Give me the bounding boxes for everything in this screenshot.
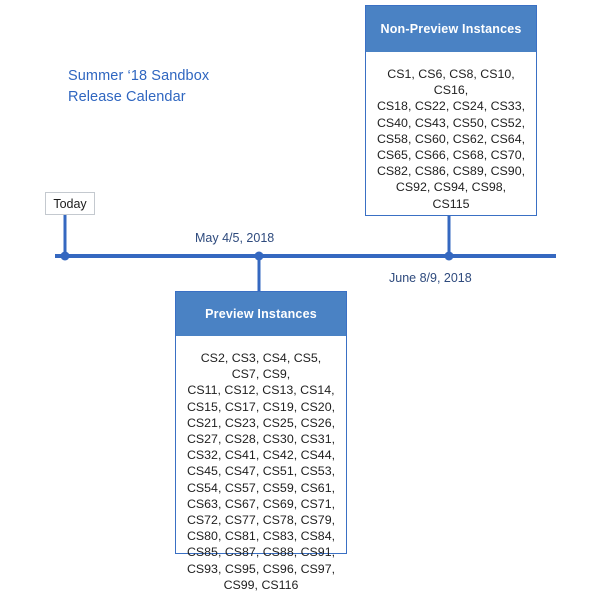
- may-marker-stem: [257, 256, 261, 292]
- page-title: Summer ‘18 Sandbox Release Calendar: [68, 68, 210, 105]
- today-marker-stem: [63, 215, 67, 256]
- may-date-label: May 4/5, 2018: [195, 231, 275, 245]
- june-marker-dot: [444, 251, 454, 261]
- timeline-axis: [55, 254, 556, 258]
- preview-instances-header: Preview Instances: [176, 292, 346, 336]
- non-preview-instances-header: Non-Preview Instances: [366, 6, 536, 52]
- today-marker-label: Today: [53, 196, 87, 211]
- june-date-label: June 8/9, 2018: [389, 271, 472, 285]
- non-preview-instances-callout: Non-Preview Instances CS1, CS6, CS8, CS1…: [365, 5, 537, 216]
- release-calendar-diagram: Summer ‘18 Sandbox Release Calendar Toda…: [45, 5, 556, 592]
- today-marker-box: Today: [45, 192, 95, 215]
- preview-instances-callout: Preview Instances CS2, CS3, CS4, CS5, CS…: [175, 291, 347, 592]
- june-marker-stem: [447, 215, 451, 256]
- non-preview-instances-list: CS1, CS6, CS8, CS10, CS16, CS18, CS22, C…: [376, 67, 526, 211]
- preview-instances-list: CS2, CS3, CS4, CS5, CS7, CS9, CS11, CS12…: [186, 351, 336, 592]
- today-marker-dot: [60, 251, 70, 261]
